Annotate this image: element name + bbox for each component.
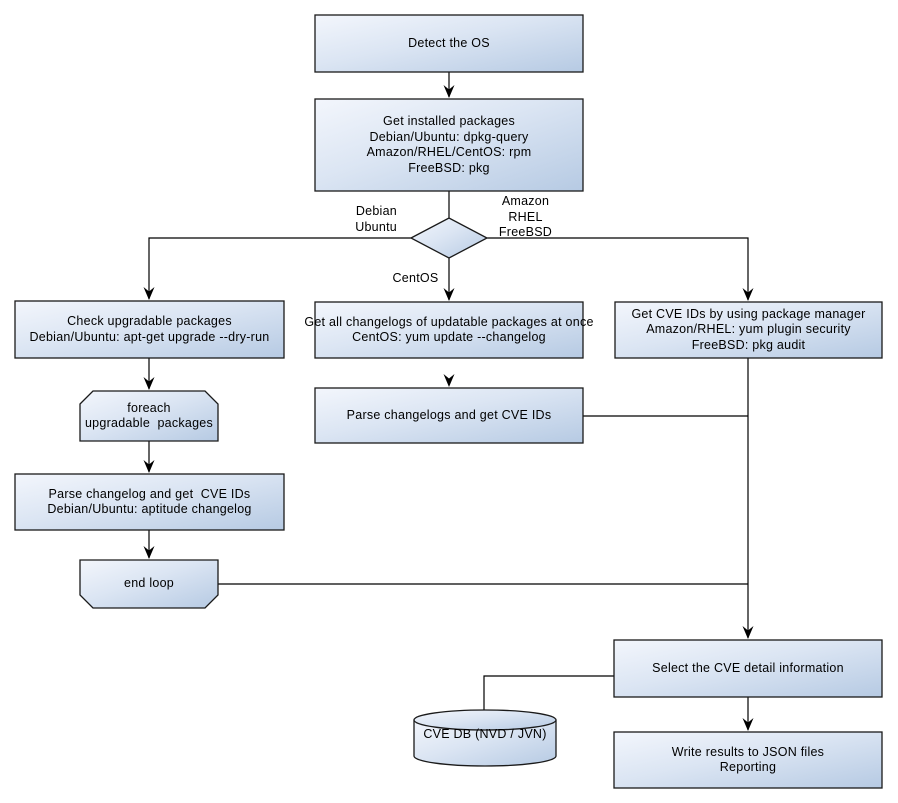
arrowhead-into-get-cve-ids: [742, 288, 754, 301]
node-shape-check-upgradable: [14, 300, 285, 359]
edge-decision-to-check-upgradable: [148, 237, 411, 299]
arrowhead-into-endloop: [143, 546, 155, 559]
node-shape-end-loop: [79, 559, 219, 609]
node-shape-os-decision-diamond: [409, 217, 489, 259]
node-shape-detect-os: [314, 14, 584, 73]
node-shape-cve-db-top: [413, 709, 557, 731]
arrowhead-into-parse-changelog: [143, 460, 155, 473]
arrowhead-into-select: [742, 626, 754, 639]
arrowhead-into-check-upgradable: [143, 287, 155, 300]
node-shape-cve-db-body: [413, 720, 557, 767]
node-shape-get-cve-ids-pkg-mgr: [614, 301, 883, 359]
arrowhead-into-get-changelogs: [443, 288, 455, 301]
node-shape-select-cve-detail: [613, 639, 883, 698]
edge-decision-to-get-cve-ids: [487, 237, 749, 300]
node-shape-get-installed-packages: [314, 98, 584, 192]
node-shape-foreach-loop: [79, 390, 219, 442]
arrowhead-into-foreach: [143, 377, 155, 390]
node-shape-parse-changelogs: [314, 387, 584, 444]
arrowhead-into-parse-changelogs: [443, 374, 455, 387]
arrowhead-into-installed: [443, 85, 455, 98]
arrowhead-into-write: [742, 718, 754, 731]
node-shape-parse-changelog: [14, 473, 285, 531]
node-shape-get-all-changelogs: [314, 301, 584, 359]
edge-cvedb-to-select: [483, 675, 614, 710]
node-shape-write-results: [613, 731, 883, 789]
